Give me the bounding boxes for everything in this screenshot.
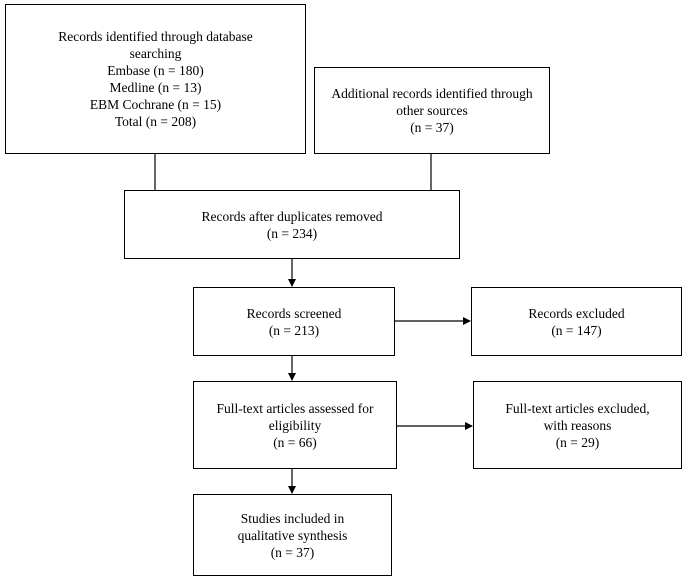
fulltext-excluded-box: Full-text articles excluded, with reason… — [473, 381, 682, 469]
records-screened-box: Records screened (n = 213) — [193, 287, 395, 356]
fulltext-assessed-line-3: (n = 66) — [273, 434, 317, 450]
excluded-line-2: (n = 147) — [551, 322, 602, 338]
additional-line-1: Additional records identified through — [331, 86, 533, 101]
studies-included-box: Studies included in qualitative synthesi… — [193, 494, 392, 576]
screened-line-2: (n = 213) — [268, 322, 320, 338]
fulltext-excluded-line-3: (n = 29) — [555, 434, 600, 450]
included-line-2: qualitative synthesis — [237, 527, 348, 543]
fulltext-assessed-line-1: Full-text articles assessed for — [216, 400, 374, 416]
duplicates-line-1: Records after duplicates removed — [201, 208, 383, 224]
fulltext-assessed-box: Full-text articles assessed for eligibil… — [193, 381, 397, 469]
additional-line-3: (n = 37) — [410, 120, 454, 135]
additional-records-box: Additional records identified through ot… — [314, 67, 550, 154]
fulltext-assessed-line-2: eligibility — [268, 417, 322, 433]
included-line-3: (n = 37) — [270, 544, 315, 560]
records-excluded-box: Records excluded (n = 147) — [471, 287, 682, 356]
screened-line-1: Records screened — [246, 305, 342, 321]
identified-line-3: Embase (n = 180) — [107, 63, 204, 78]
included-line-1: Studies included in — [240, 510, 345, 526]
fulltext-excluded-line-2: with reasons — [543, 417, 612, 433]
additional-line-2: other sources — [396, 103, 468, 118]
duplicates-removed-box: Records after duplicates removed (n = 23… — [124, 190, 460, 259]
identified-line-1: Records identified through database — [58, 29, 253, 44]
excluded-line-1: Records excluded — [528, 305, 625, 321]
identified-line-5: EBM Cochrane (n = 15) — [89, 97, 222, 112]
fulltext-excluded-line-1: Full-text articles excluded, — [505, 400, 650, 416]
identified-line-4: Medline (n = 13) — [109, 80, 202, 95]
identified-line-6: Total (n = 208) — [114, 114, 197, 129]
identified-records-box: Records identified through database sear… — [5, 4, 306, 154]
duplicates-line-2: (n = 234) — [266, 225, 318, 241]
identified-line-2: searching — [129, 46, 182, 61]
